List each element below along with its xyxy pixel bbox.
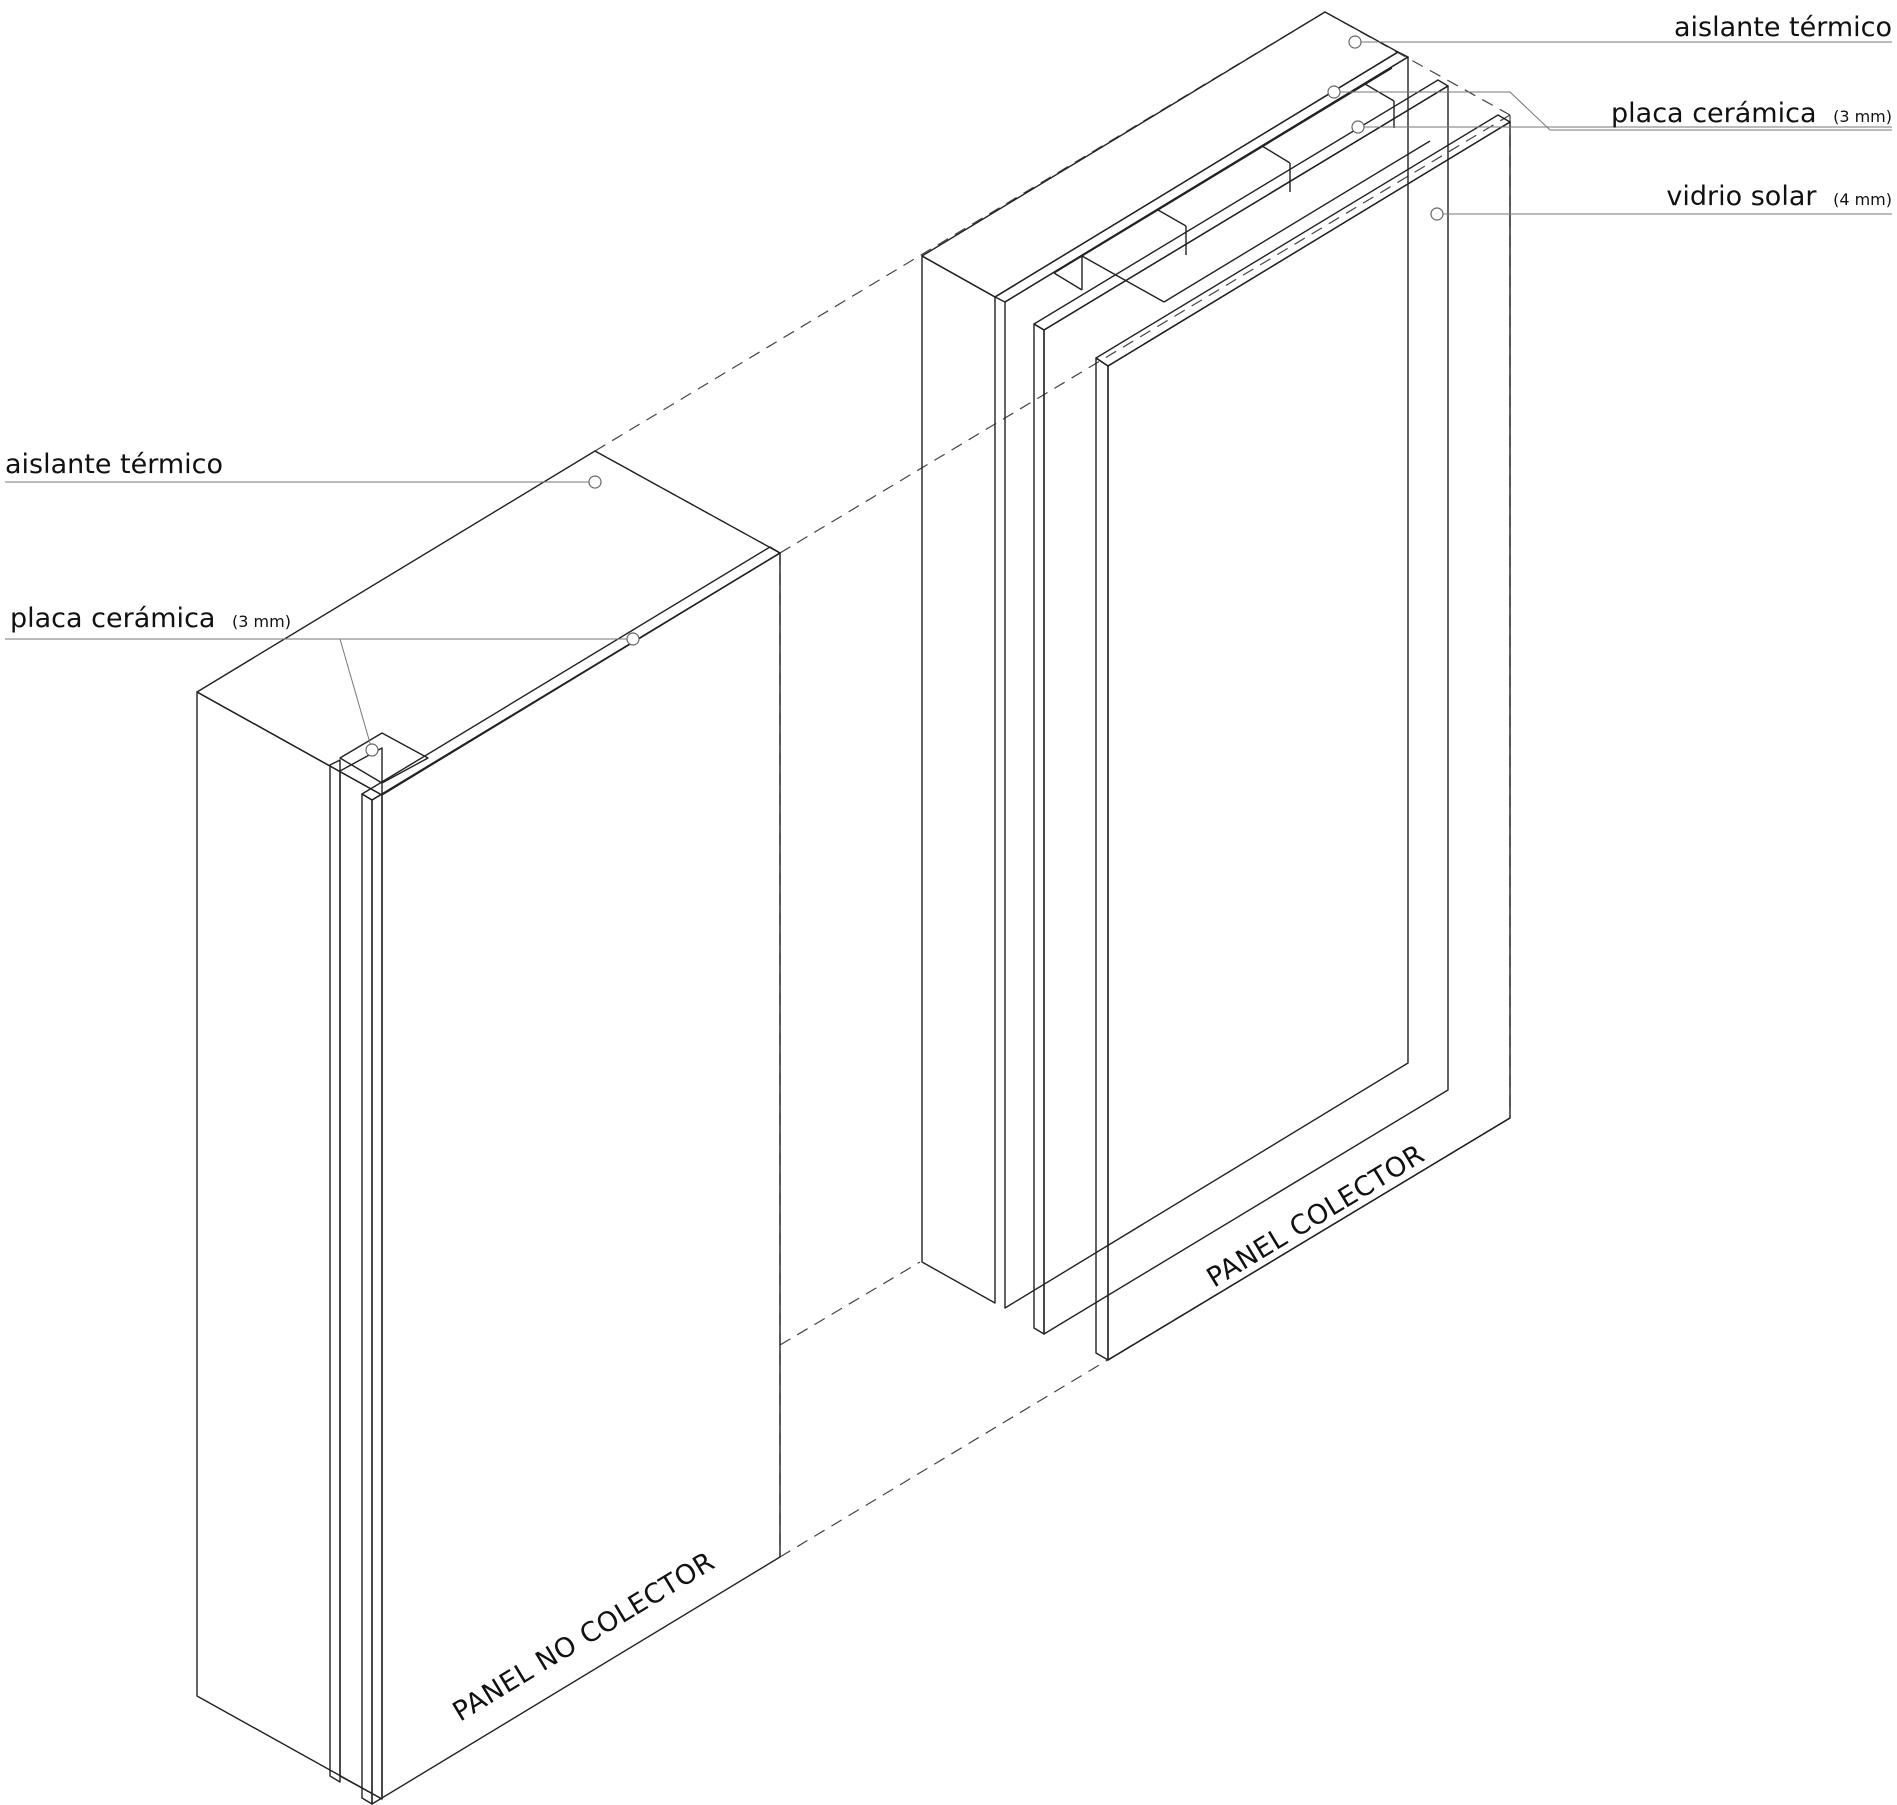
left-ceramic-edge xyxy=(329,759,341,1783)
right-insulation-top xyxy=(921,11,1399,298)
construction-lines xyxy=(594,11,1511,1558)
panel-collector xyxy=(921,11,1511,1361)
label-right-glass: vidrio solar (4 mm) xyxy=(1666,181,1892,212)
left-bracket xyxy=(339,732,429,784)
right-ceramic-plate-side xyxy=(994,51,1409,303)
panel-name-non-collector: PANEL NO COLECTOR xyxy=(448,1546,721,1728)
leader-lines xyxy=(5,35,1892,757)
right-middle-plate-side xyxy=(1033,323,1045,1335)
panel-name-collector: PANEL COLECTOR xyxy=(1202,1139,1431,1294)
right-middle-plate-top xyxy=(1033,79,1449,331)
left-ceramic-thickness-side xyxy=(361,793,373,1805)
label-right-ceramic-name: placa cerámica xyxy=(1611,98,1816,129)
label-right-glass-size: (4 mm) xyxy=(1833,190,1892,209)
right-ceramic-plate-face xyxy=(1004,56,1409,1309)
label-right-glass-name: vidrio solar xyxy=(1666,181,1817,212)
label-left-ceramic: placa cerámica (3 mm) xyxy=(10,603,291,634)
label-left-insulation: aislante térmico xyxy=(5,449,223,480)
right-glass-clear-border xyxy=(1112,1092,1506,1356)
left-ceramic-side xyxy=(339,747,383,1800)
label-right-insulation: aislante térmico xyxy=(1674,12,1892,43)
label-left-ceramic-name: placa cerámica xyxy=(10,603,215,634)
left-ceramic-front xyxy=(371,552,781,1805)
panel-names: PANEL NO COLECTOR PANEL COLECTOR xyxy=(448,1139,1431,1728)
left-insulation-front xyxy=(196,691,383,1800)
right-insulation-front xyxy=(921,255,996,1304)
label-left-ceramic-size: (3 mm) xyxy=(232,612,291,631)
left-ceramic-thickness xyxy=(361,546,781,801)
label-right-ceramic: placa cerámica (3 mm) xyxy=(1611,98,1892,129)
panel-non-collector xyxy=(196,450,781,1805)
callout-labels: aislante térmico placa cerámica (3 mm) a… xyxy=(5,12,1892,634)
right-channels xyxy=(1053,67,1431,303)
right-glass-side xyxy=(1095,357,1109,1361)
label-right-ceramic-size: (3 mm) xyxy=(1833,107,1892,126)
